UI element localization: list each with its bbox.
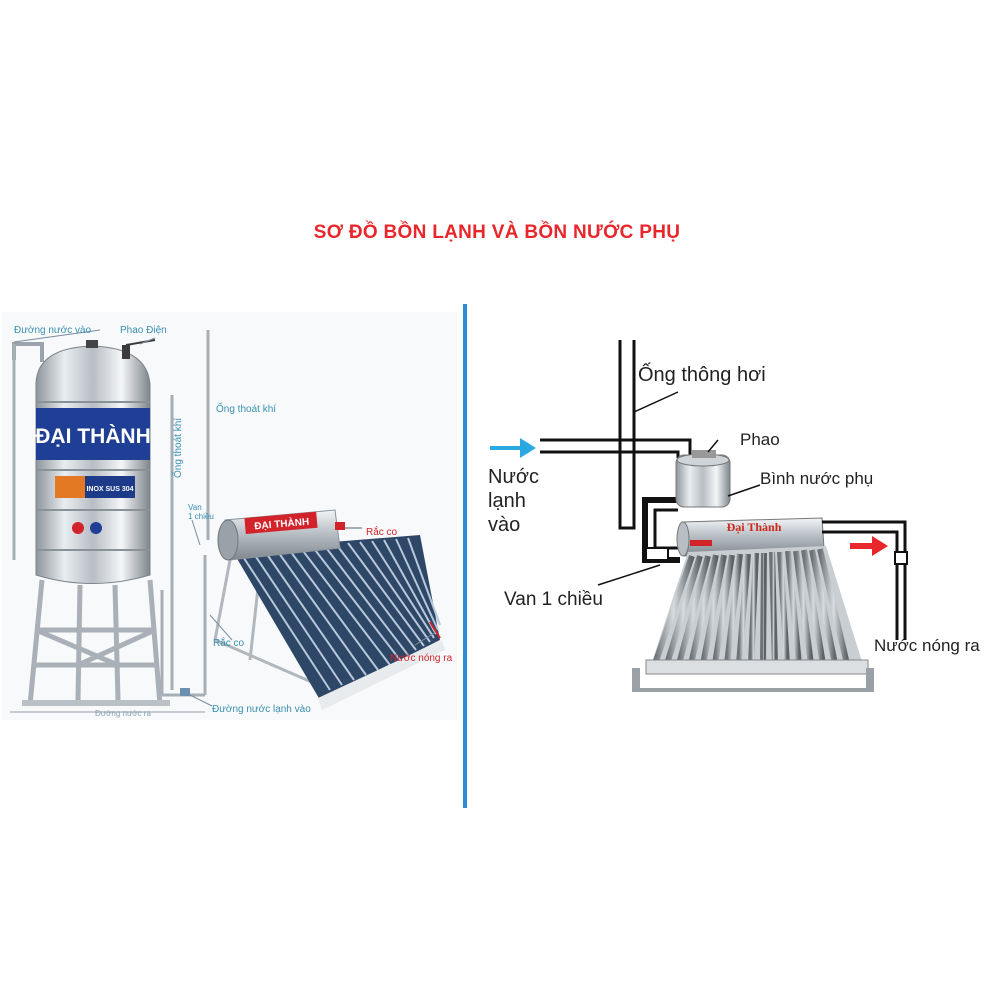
right-heater-brand: Đại Thành: [727, 520, 782, 534]
label-hot-out-right: Nước nóng ra: [874, 636, 980, 655]
label-union-bottom: Rắc co: [213, 636, 245, 649]
vent-pipe-right: [618, 340, 636, 530]
page-title: SƠ ĐỒ BỒN LẠNH VÀ BỒN NƯỚC PHỤ: [313, 222, 681, 243]
hot-out-marker: [429, 621, 441, 639]
label-union-top: Rắc co: [366, 525, 398, 538]
hot-out-arrow-icon: [850, 536, 888, 556]
float-icon: [692, 450, 716, 458]
tank-brand: ĐẠI THÀNH: [35, 425, 151, 448]
label-cold-in-1: Nước: [488, 466, 539, 488]
label-line: Van: [188, 503, 202, 512]
union-top-marker: [335, 522, 345, 530]
stand-base: [22, 700, 170, 706]
label-cold-in: Đường nước lạnh vào: [212, 704, 311, 715]
label-check-valve: Van 1 chiều: [504, 589, 603, 610]
label-line: 1 chiều: [188, 512, 214, 521]
label-inlet: Đường nước vào: [14, 325, 92, 336]
left-collector: [232, 535, 445, 710]
tank-logo-icon: [72, 522, 84, 534]
label-hot-out: Nước nóng ra: [390, 653, 453, 664]
label-vent-pipe: Ống thoát khí: [216, 401, 276, 415]
cold-inlet-pipe: [540, 438, 692, 458]
label-float-right: Phao: [740, 430, 780, 449]
check-valve-icon: [645, 547, 669, 561]
label-float: Phao Điện: [120, 325, 167, 336]
main-heater-tank: Đại Thành: [676, 517, 825, 557]
label-outlet: Đường nước ra: [95, 709, 151, 718]
label-vent: Ống thông hơi: [638, 362, 766, 386]
label-aux-tank: Bình nước phụ: [760, 469, 873, 488]
cold-tank: [35, 345, 151, 584]
cold-in-arrow-icon: [490, 438, 536, 458]
label-vent-pipe-vertical: Ống thoát khí: [170, 418, 184, 478]
right-diagram: Đại Thành: [488, 340, 980, 692]
tank-sublabel: INOX SUS 304: [86, 486, 133, 493]
float-valve-icon: [122, 345, 130, 359]
left-diagram: ĐẠI THÀNH INOX SUS 304: [2, 312, 457, 720]
tank-cap: [86, 340, 98, 348]
aux-tank: [675, 439, 731, 508]
hot-out-pipe: [822, 520, 907, 640]
tank-stand: [27, 579, 163, 706]
divider-line: [463, 304, 467, 808]
tank-brand-band: [36, 408, 150, 460]
right-collector: [632, 546, 874, 692]
label-cold-in-3: vào: [488, 514, 520, 536]
label-cold-in-2: lạnh: [488, 490, 526, 512]
left-heater-tank: ĐẠI THÀNH: [217, 509, 341, 561]
tank-logo-icon-2: [90, 522, 102, 534]
hot-out-valve-icon: [894, 551, 908, 565]
